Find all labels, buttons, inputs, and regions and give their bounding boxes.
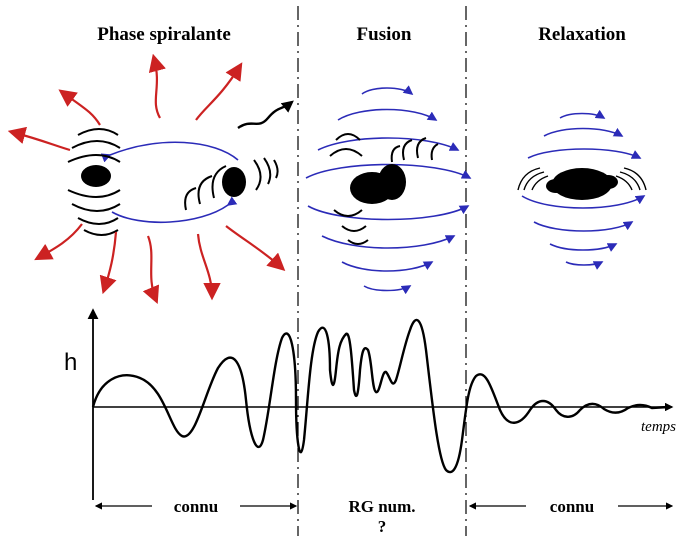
final-black-hole (552, 168, 612, 200)
ringdown-ripples (517, 167, 647, 191)
x-axis-label: temps (641, 419, 676, 435)
orbit-arc-top (100, 141, 239, 163)
black-hole-right-body (222, 167, 246, 197)
motion-arrow (237, 100, 294, 130)
merger-illustration (305, 85, 472, 295)
radiation-arrows (7, 53, 286, 305)
segment-middle-note: ? (378, 517, 387, 536)
phase-title-inspiral: Phase spiralante (97, 24, 231, 45)
segment-middle-label: RG num. (348, 497, 415, 516)
black-hole-left (67, 128, 121, 236)
y-axis-label: h (64, 349, 77, 376)
waveform-curve (91, 318, 669, 474)
black-hole-right (184, 157, 279, 211)
waveform-plot: h temps connu RG num. ? connu (64, 308, 676, 536)
phase-title-merger: Fusion (357, 24, 412, 45)
merging-hole-b (378, 164, 406, 200)
ringdown-orbits (521, 109, 646, 270)
merger-spirals (329, 133, 439, 245)
phase-title-ringdown: Relaxation (538, 24, 626, 45)
black-hole-left-body (81, 165, 111, 187)
merger-orbits (305, 85, 472, 295)
inspiral-illustration (7, 53, 294, 305)
orbit-arc-bottom (111, 196, 238, 224)
segment-left-label: connu (174, 497, 218, 516)
ringdown-illustration (517, 109, 647, 270)
segment-right-label: connu (550, 497, 594, 516)
